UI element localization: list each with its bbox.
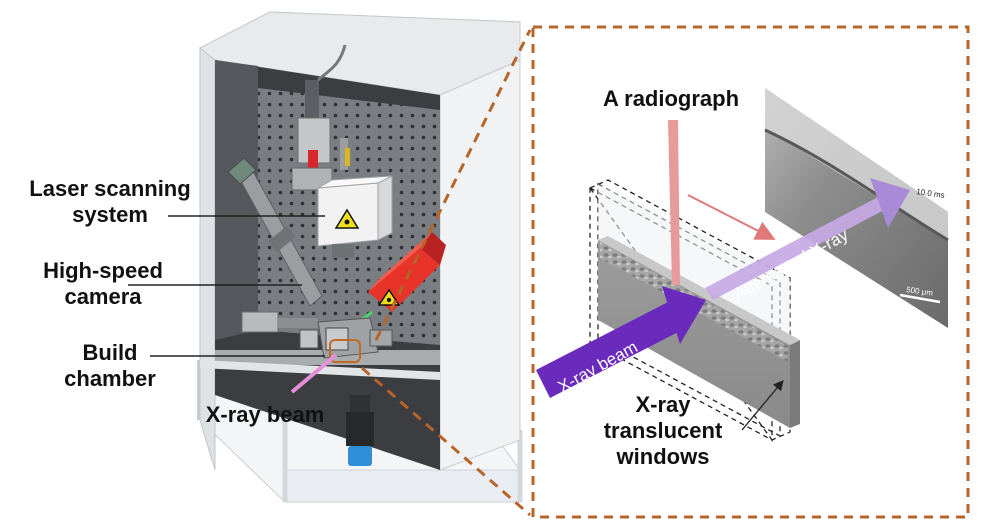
label-high-speed-camera: High-speed camera [18, 258, 188, 310]
label-build-chamber: Build chamber [42, 340, 178, 392]
high-speed-camera [227, 157, 323, 307]
label-line: chamber [64, 366, 156, 391]
label-line: Laser scanning [29, 176, 191, 201]
label-xray-beam: X-ray beam [205, 402, 325, 427]
scale-bar-label: 500 μm [906, 285, 934, 298]
build-chamber [241, 311, 393, 363]
time-stamp: 10.0 ms [916, 187, 945, 200]
leader-windows [741, 380, 784, 431]
label-line: High-speed [43, 258, 163, 283]
label-line: system [72, 202, 148, 227]
zoom-line-bottom [361, 366, 531, 517]
label-line: windows [616, 444, 710, 469]
radiograph-arrow [687, 194, 776, 240]
label-translucent-windows: X-ray translucent windows [598, 392, 728, 470]
label-line: X-ray [635, 392, 691, 417]
label-radiograph: A radiograph [602, 86, 740, 111]
attenuated-xray-arrow [705, 178, 910, 300]
laser-beam [668, 120, 680, 285]
laser-hazard-icon [334, 208, 360, 229]
label-laser-scanning-system: Laser scanning system [10, 176, 210, 228]
scale-bar [899, 293, 941, 304]
label-line: translucent [603, 418, 723, 443]
xray-beam-arrow [536, 286, 706, 398]
label-line: Build [82, 340, 138, 365]
laser-scanning-system [291, 44, 393, 258]
label-line: camera [64, 284, 142, 309]
xray-beam-line [290, 353, 338, 394]
zoom-line-top [374, 29, 532, 341]
xray-detector [346, 395, 374, 466]
